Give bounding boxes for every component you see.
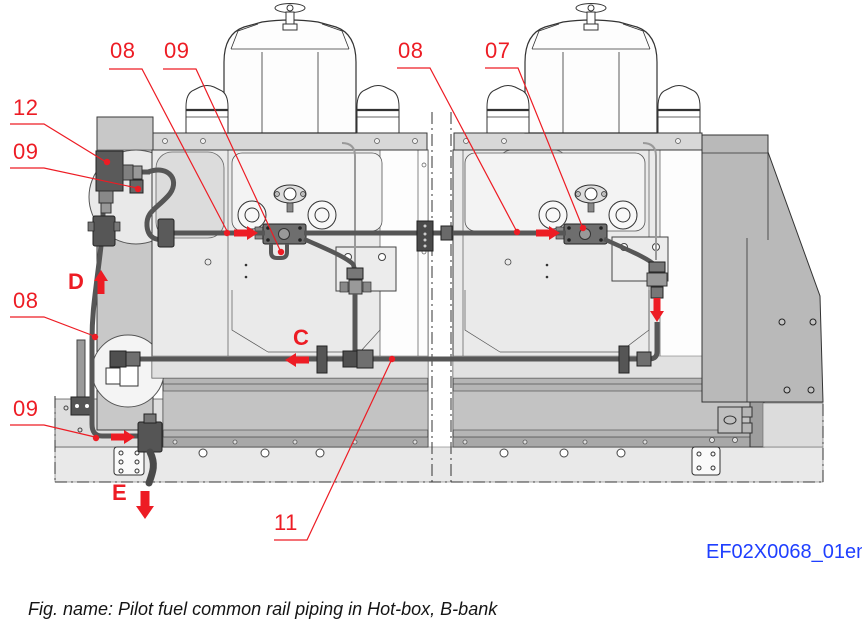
right-cylinder-cover	[485, 2, 702, 135]
bracket-part-12	[95, 150, 124, 192]
flow-arrow-left-icon	[285, 353, 309, 367]
callout-label-08-feed-right: 08	[398, 38, 424, 63]
flow-label-c: C	[293, 325, 309, 350]
thin-pipes	[341, 142, 657, 266]
figure-caption: Fig. name: Pilot fuel common rail piping…	[28, 599, 498, 619]
flow-arrow-right-icon	[234, 226, 258, 240]
callout-label-11: 11	[274, 510, 298, 535]
callout-leader-lines	[10, 67, 583, 541]
right-engine-block	[452, 132, 703, 379]
callout-target-dots	[91, 158, 587, 442]
left-cylinder-cover	[184, 2, 401, 135]
left-engine-block	[151, 132, 429, 379]
pilot-fuel-piping	[87, 150, 668, 487]
callout-label-09-left-engine: 09	[164, 38, 190, 63]
callout-label-08-feed-left: 08	[110, 38, 136, 63]
flow-label-e: E	[112, 480, 127, 505]
flow-arrow-down-icon	[136, 491, 154, 519]
callout-label-09-lower-left: 09	[13, 396, 39, 421]
flow-arrow-right-icon	[536, 226, 560, 240]
hotbox-wall	[701, 134, 824, 403]
flow-arrow-down-icon	[650, 298, 664, 322]
flow-label-d: D	[68, 269, 84, 294]
callout-label-08-mid-left: 08	[13, 288, 39, 313]
callout-label-09-upper-left: 09	[13, 139, 39, 164]
flow-arrows	[94, 226, 664, 519]
drawing-id: EF02X0068_01en	[706, 541, 862, 563]
callout-label-12: 12	[13, 95, 39, 120]
flow-arrow-right-icon	[111, 430, 135, 444]
flow-arrow-up-icon	[94, 270, 108, 294]
callout-label-07: 07	[485, 38, 511, 63]
section-break-lines	[54, 112, 824, 483]
